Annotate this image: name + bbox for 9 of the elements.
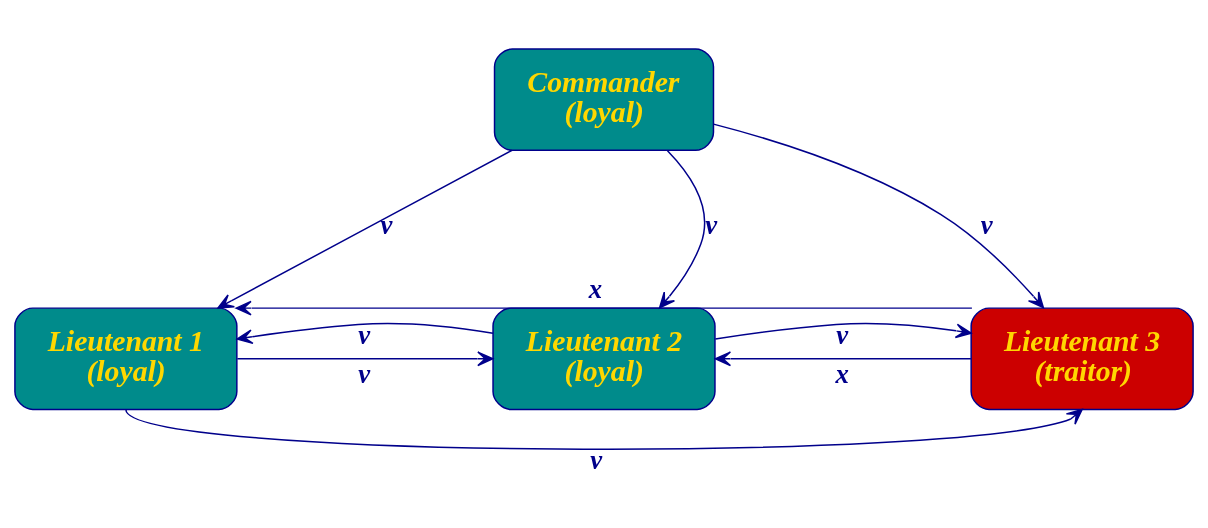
edge-label: x xyxy=(588,274,603,305)
edge-label: v xyxy=(590,445,603,476)
edge-label: v xyxy=(358,359,371,390)
edge-label: v xyxy=(358,320,371,351)
edge-label: v xyxy=(980,210,993,241)
edge-label: v xyxy=(836,320,849,351)
edge-label: v xyxy=(380,210,393,241)
edge-label: x xyxy=(835,359,850,390)
edge-label: v xyxy=(705,210,718,241)
